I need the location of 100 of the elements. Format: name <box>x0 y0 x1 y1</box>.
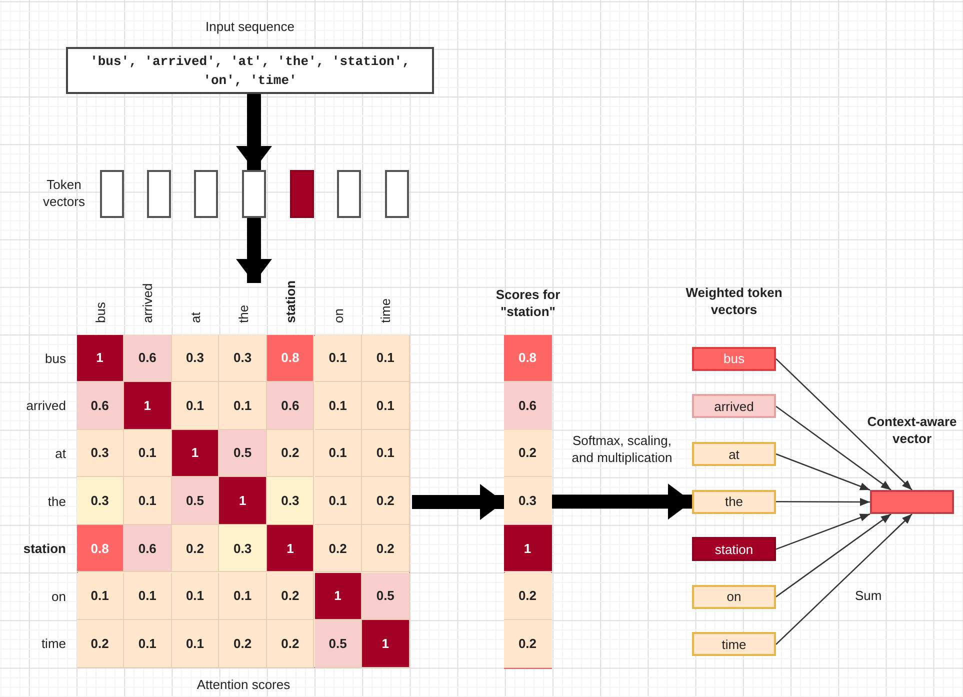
weighted-token-box: on <box>692 584 776 609</box>
heatmap-cell: 0.1 <box>124 620 172 668</box>
heatmap-cell: 0.2 <box>362 477 410 525</box>
heatmap-cell: 1 <box>76 334 124 382</box>
heatmap-cell: 0.3 <box>266 477 314 525</box>
arrow <box>776 513 892 598</box>
heatmap-cell: 0.8 <box>266 334 314 382</box>
score-cell: 0.6 <box>504 382 552 430</box>
heatmap-cell: 1 <box>266 524 314 572</box>
heatmap-cell: 0.2 <box>362 524 410 572</box>
column-header: the <box>236 304 252 323</box>
heatmap-cell: 0.1 <box>124 572 172 620</box>
weighted-token-box: arrived <box>692 394 776 418</box>
block-arrow <box>412 484 504 520</box>
block-arrow <box>236 218 272 283</box>
row-header: the <box>46 492 66 511</box>
heatmap-cell: 0.6 <box>124 524 172 572</box>
heatmap-cell: 0.1 <box>362 382 410 430</box>
row-header: on <box>50 588 66 606</box>
heatmap-cell: 0.1 <box>172 620 220 668</box>
heatmap-cell: 0.2 <box>266 430 314 478</box>
heading-text: Context-aware vector <box>866 413 958 448</box>
caption-text: Attention scores <box>196 676 292 693</box>
token-vector-box <box>100 170 124 218</box>
heatmap-cell: 0.2 <box>266 572 314 620</box>
heading-text: Weighted token vectors <box>684 284 784 319</box>
row-header: arrived <box>25 397 66 416</box>
row-header: station <box>22 540 66 558</box>
heatmap-cell: 0.1 <box>362 334 410 382</box>
row-label: Token vectors <box>42 176 86 211</box>
token-vector-box <box>337 170 361 218</box>
heatmap-cell: 0.3 <box>219 334 267 382</box>
token-vector-box <box>147 170 171 218</box>
weighted-token-box: the <box>692 490 776 514</box>
column-header: time <box>378 298 394 323</box>
row-header: time <box>40 635 66 654</box>
heatmap-cell: 0.2 <box>219 620 267 668</box>
heatmap-cell: 0.3 <box>76 430 124 478</box>
arrow <box>776 498 870 506</box>
heatmap-cell: 0.1 <box>314 430 362 478</box>
score-cell: 0.2 <box>504 572 552 620</box>
heatmap-cell: 0.1 <box>172 382 220 430</box>
score-cell: 0.3 <box>504 477 552 525</box>
heatmap-cell: 0.2 <box>314 524 362 572</box>
heatmap-cell: 0.1 <box>314 382 362 430</box>
heatmap-cell: 0.3 <box>172 334 220 382</box>
heatmap-cell: 0.6 <box>266 382 314 430</box>
heatmap-cell: 0.3 <box>219 524 267 572</box>
heatmap-cell: 0.1 <box>76 572 124 620</box>
heatmap-cell: 1 <box>124 382 172 430</box>
heatmap-cell: 0.5 <box>172 477 220 525</box>
token-vector-box <box>290 170 314 218</box>
heatmap-cell: 0.1 <box>219 382 267 430</box>
heatmap-cell: 1 <box>362 620 410 668</box>
heatmap-cell: 0.8 <box>76 524 124 572</box>
score-cell: 0.8 <box>504 334 552 382</box>
block-arrow <box>236 94 272 170</box>
score-cell: 0.2 <box>504 430 552 478</box>
heatmap-cell: 0.1 <box>219 572 267 620</box>
heatmap-cell: 0.6 <box>124 334 172 382</box>
heatmap-cell: 0.3 <box>76 477 124 525</box>
heatmap-cell: 0.1 <box>124 430 172 478</box>
heatmap-cell: 0.1 <box>172 572 220 620</box>
arrow <box>776 453 870 491</box>
heatmap-cell: 0.5 <box>219 430 267 478</box>
column-header: on <box>330 308 347 323</box>
arrow <box>776 513 870 550</box>
heatmap-cell: 0.6 <box>76 382 124 430</box>
note-text: Sum <box>855 588 882 603</box>
heatmap-cell: 0.2 <box>266 620 314 668</box>
column-header: station <box>283 280 300 323</box>
heading-text: Input sequence <box>204 18 296 36</box>
weighted-token-box: bus <box>692 346 776 371</box>
weighted-token-box: at <box>692 442 776 466</box>
heatmap-cell: 1 <box>172 430 220 478</box>
column-header: at <box>188 312 204 323</box>
score-cell: 0.2 <box>504 620 552 668</box>
token-vector-box <box>194 170 218 218</box>
heatmap-cell: 0.2 <box>76 620 124 668</box>
heatmap-cell: 0.5 <box>362 572 410 620</box>
token-vector-box <box>242 170 266 218</box>
heading-text: Scores for "station" <box>494 286 562 321</box>
sequence-box: 'bus', 'arrived', 'at', 'the', 'station', 'on', 'time' <box>66 47 434 94</box>
score-cell: 1 <box>504 524 552 572</box>
arrow <box>776 358 912 490</box>
heatmap-cell: 0.1 <box>314 477 362 525</box>
token-vector-box <box>385 170 409 218</box>
column-header: bus <box>92 302 109 323</box>
weighted-token-box: time <box>692 632 776 656</box>
column-header: arrived <box>140 283 156 323</box>
arrow <box>776 406 892 491</box>
heatmap-cell: 0.1 <box>314 334 362 382</box>
block-arrow <box>552 484 692 520</box>
heatmap-cell: 0.2 <box>172 524 220 572</box>
heatmap-cell: 0.1 <box>362 430 410 478</box>
heatmap-cell: 0.5 <box>314 620 362 668</box>
weighted-token-box: station <box>692 537 776 562</box>
row-header: at <box>54 445 66 463</box>
heatmap-cell: 1 <box>314 572 362 620</box>
row-header: bus <box>44 350 66 368</box>
